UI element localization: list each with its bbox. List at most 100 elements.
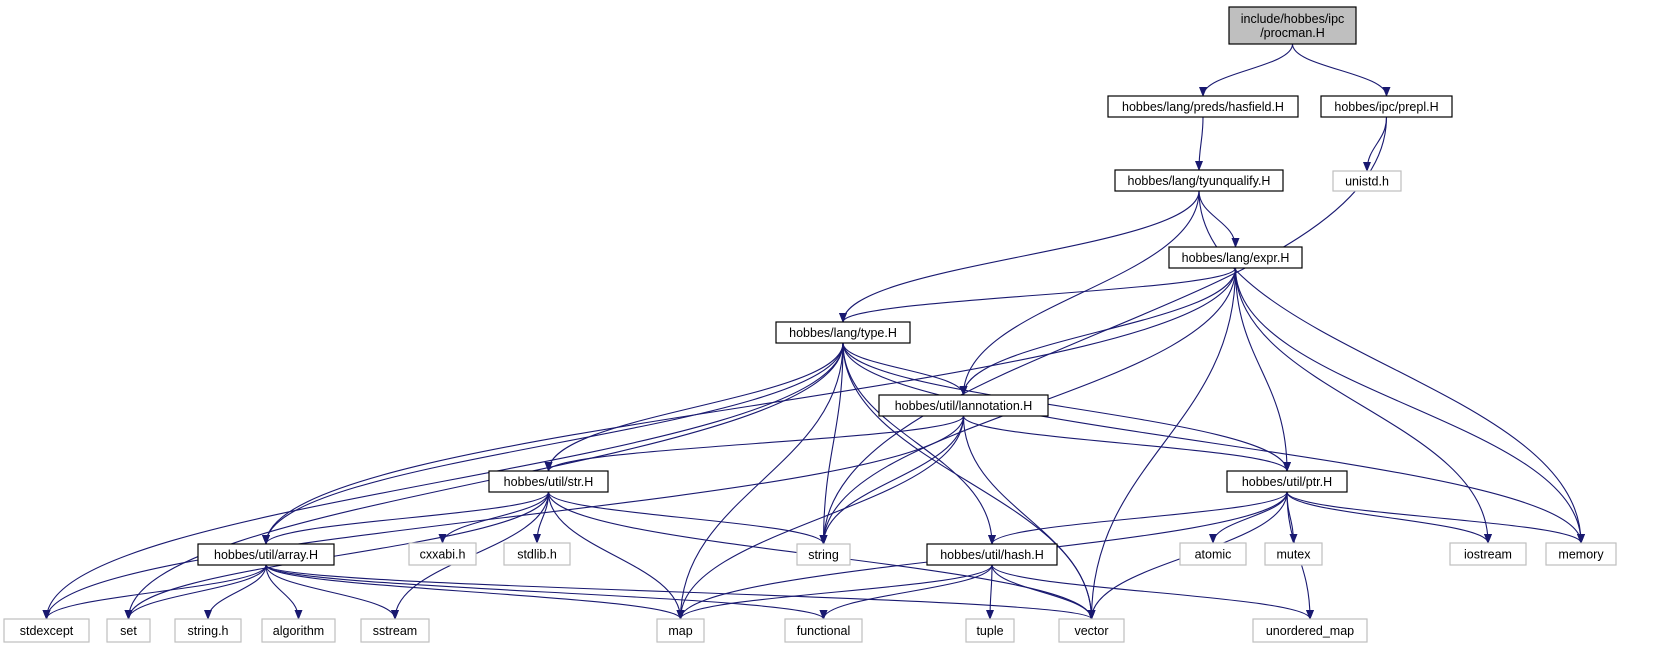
node-box-expr [1168,246,1303,269]
node-box-memory [1545,542,1617,566]
edge-expr-to-type [839,267,1237,323]
node-type[interactable]: hobbes/lang/type.H [775,321,911,344]
edge-lannotation-to-map [676,415,965,620]
node-iostream: iostream [1449,542,1527,566]
edge-expr-to-lannotation [959,267,1237,396]
edge-str-to-array [262,491,550,545]
node-str[interactable]: hobbes/util/str.H [488,470,609,493]
node-label-lannotation-0: hobbes/util/lannotation.H [895,399,1033,413]
edge-expr-to-ptr [1234,267,1291,472]
node-array[interactable]: hobbes/util/array.H [197,543,335,566]
node-box-vector [1058,618,1125,643]
node-box-str [488,470,609,493]
node-label-array-0: hobbes/util/array.H [214,548,318,562]
node-label-unordered_map-0: unordered_map [1266,624,1354,638]
edge-prepl-to-unistd [1363,116,1388,172]
node-label-str-0: hobbes/util/str.H [504,475,594,489]
edge-hash-to-vector [991,564,1096,620]
edge-type-to-hash [842,342,996,545]
edge-tyunqualify-to-type [839,190,1200,323]
node-box-map [656,618,705,643]
node-box-array [197,543,335,566]
edge-type-to-map [676,342,844,620]
node-label-ptr-0: hobbes/util/ptr.H [1242,475,1332,489]
node-label-hash-0: hobbes/util/hash.H [940,548,1044,562]
edge-expr-to-iostream [1234,267,1492,544]
edge-expr-to-vector [1087,267,1237,620]
node-label-expr-0: hobbes/lang/expr.H [1182,251,1290,265]
node-label-iostream-0: iostream [1464,548,1512,562]
node-vector: vector [1058,618,1125,643]
node-hasfield[interactable]: hobbes/lang/preds/hasfield.H [1107,95,1299,118]
node-label-tyunqualify-0: hobbes/lang/tyunqualify.H [1128,174,1271,188]
node-box-hash [926,543,1058,566]
edge-str-to-cxxabi [438,491,550,544]
edge-lannotation-to-string [819,415,965,545]
node-label-stdlib-0: stdlib.h [517,548,557,562]
edge-str-to-string [547,491,828,545]
node-set: set [106,618,151,643]
node-label-set-0: set [120,624,137,638]
edge-tyunqualify-to-lannotation [959,190,1200,396]
node-box-cxxabi [408,542,477,566]
node-label-atomic-0: atomic [1195,548,1232,562]
edge-procman-to-prepl [1291,43,1391,97]
node-procman[interactable]: include/hobbes/ipc/procman.H [1228,6,1357,45]
node-label-functional-0: functional [797,624,851,638]
node-box-atomic [1179,542,1247,566]
edge-str-to-stdlib [533,491,550,544]
edge-lannotation-to-vector [962,415,1096,620]
node-box-procman [1228,6,1357,45]
node-box-set [106,618,151,643]
node-label-hasfield-0: hobbes/lang/preds/hasfield.H [1122,100,1284,114]
node-unistd: unistd.h [1332,170,1402,192]
node-expr[interactable]: hobbes/lang/expr.H [1168,246,1303,269]
edge-procman-to-hasfield [1199,43,1294,97]
node-box-lannotation [878,394,1049,417]
edge-hasfield-to-tyunqualify [1195,116,1204,171]
edge-ptr-to-hash [988,491,1288,545]
edge-array-to-map [265,564,685,620]
node-label-cxxabi-0: cxxabi.h [420,548,466,562]
node-map: map [656,618,705,643]
edge-ptr-to-atomic [1209,491,1288,544]
node-unordered_map: unordered_map [1252,618,1368,643]
node-label-memory-0: memory [1558,548,1604,562]
node-box-hasfield [1107,95,1299,118]
node-box-tuple [965,618,1015,643]
node-box-stdexcept [3,618,90,643]
node-label-algorithm-0: algorithm [273,624,324,638]
node-box-unordered_map [1252,618,1368,643]
node-tuple: tuple [965,618,1015,643]
edge-lannotation-to-ptr [962,415,1291,472]
node-prepl[interactable]: hobbes/ipc/prepl.H [1320,95,1453,118]
node-ptr[interactable]: hobbes/util/ptr.H [1226,470,1348,493]
node-label-sstream-0: sstream [373,624,417,638]
edge-array-to-vector [265,564,1096,620]
edge-type-to-stdexcept [42,342,844,620]
node-box-mutex [1264,542,1323,566]
node-box-string [796,543,851,566]
node-string: string [796,543,851,566]
node-label-tuple-0: tuple [976,624,1003,638]
node-lannotation[interactable]: hobbes/util/lannotation.H [878,394,1049,417]
node-label-type-0: hobbes/lang/type.H [789,326,897,340]
edge-hash-to-functional [819,564,993,620]
node-box-type [775,321,911,344]
node-stdexcept: stdexcept [3,618,90,643]
edge-array-to-set [124,564,267,620]
node-label-mutex-0: mutex [1276,548,1311,562]
node-label-unistd-0: unistd.h [1345,175,1389,189]
edge-array-to-stdexcept [42,564,267,620]
node-tyunqualify[interactable]: hobbes/lang/tyunqualify.H [1114,169,1284,192]
edge-type-to-ptr [842,342,1291,472]
node-hash[interactable]: hobbes/util/hash.H [926,543,1058,566]
node-box-iostream [1449,542,1527,566]
node-stdlib: stdlib.h [503,542,571,566]
edge-array-to-algorithm [265,564,303,620]
node-box-unistd [1332,170,1402,192]
node-atomic: atomic [1179,542,1247,566]
node-box-algorithm [261,618,336,643]
edge-hash-to-unordered_map [991,564,1314,620]
node-box-sstream [360,618,430,643]
